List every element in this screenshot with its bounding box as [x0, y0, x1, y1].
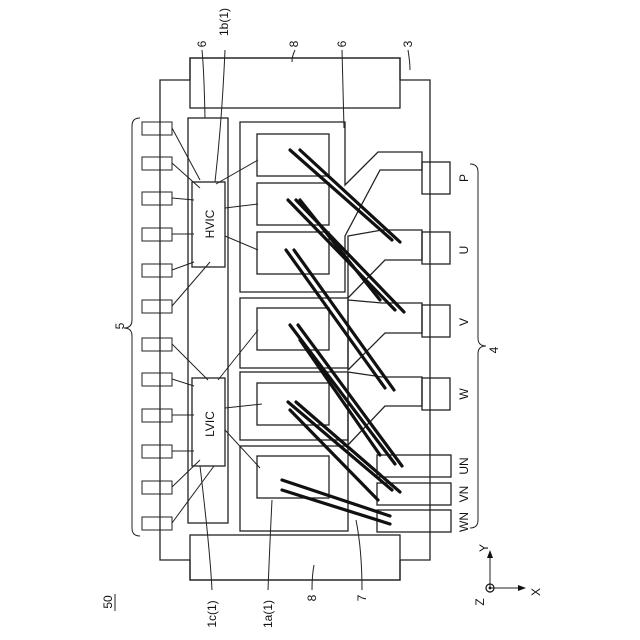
- right-terminals: [422, 162, 450, 410]
- axis-label-y: Y: [477, 544, 491, 552]
- high-side-substrate: [240, 122, 422, 292]
- label-6-right: 6: [335, 40, 349, 47]
- control-pin-row: [142, 122, 172, 530]
- low-side-terminals: [377, 455, 451, 532]
- label-1c: 1c(1): [205, 600, 219, 627]
- terminal-label-w: W: [457, 388, 471, 400]
- terminal-label-p: P: [457, 174, 471, 182]
- transistor-upper-1: [257, 134, 329, 176]
- label-8-top: 8: [287, 40, 301, 47]
- label-5: 5: [113, 322, 127, 329]
- terminal-label-u: U: [457, 246, 471, 255]
- label-6-left: 6: [195, 40, 209, 47]
- axis-label-x: X: [529, 588, 543, 596]
- transistor-upper-3: [257, 232, 329, 274]
- bottom-block-8: [190, 535, 400, 580]
- label-4: 4: [487, 346, 501, 353]
- leader-lines: [200, 50, 410, 590]
- label-8-bottom: 8: [305, 594, 319, 601]
- gate-wires: [216, 160, 262, 468]
- top-block-8: [190, 58, 400, 108]
- transistor-lower-2: [257, 383, 329, 425]
- terminal-label-v: V: [457, 318, 471, 326]
- bay-low: [240, 446, 348, 531]
- ic-substrate: [188, 118, 228, 523]
- bonding-wires: [282, 150, 404, 524]
- label-1b: 1b(1): [217, 8, 231, 36]
- module-body-outline: [160, 58, 430, 580]
- label-3: 3: [401, 40, 415, 47]
- terminal-label-un: UN: [457, 457, 471, 474]
- label-1a: 1a(1): [261, 600, 275, 628]
- axis-indicator: [486, 550, 526, 592]
- lead-v: [348, 300, 422, 370]
- hvic-label: HVIC: [203, 209, 217, 238]
- label-7: 7: [355, 594, 369, 601]
- brace-4: [470, 164, 486, 528]
- axis-label-z: Z: [473, 598, 487, 605]
- terminal-label-wn: WN: [457, 512, 471, 532]
- figure-ref-number: 50: [101, 595, 115, 609]
- lvic-label: LVIC: [203, 411, 217, 437]
- control-wires: [172, 128, 214, 523]
- terminal-label-vn: VN: [457, 486, 471, 503]
